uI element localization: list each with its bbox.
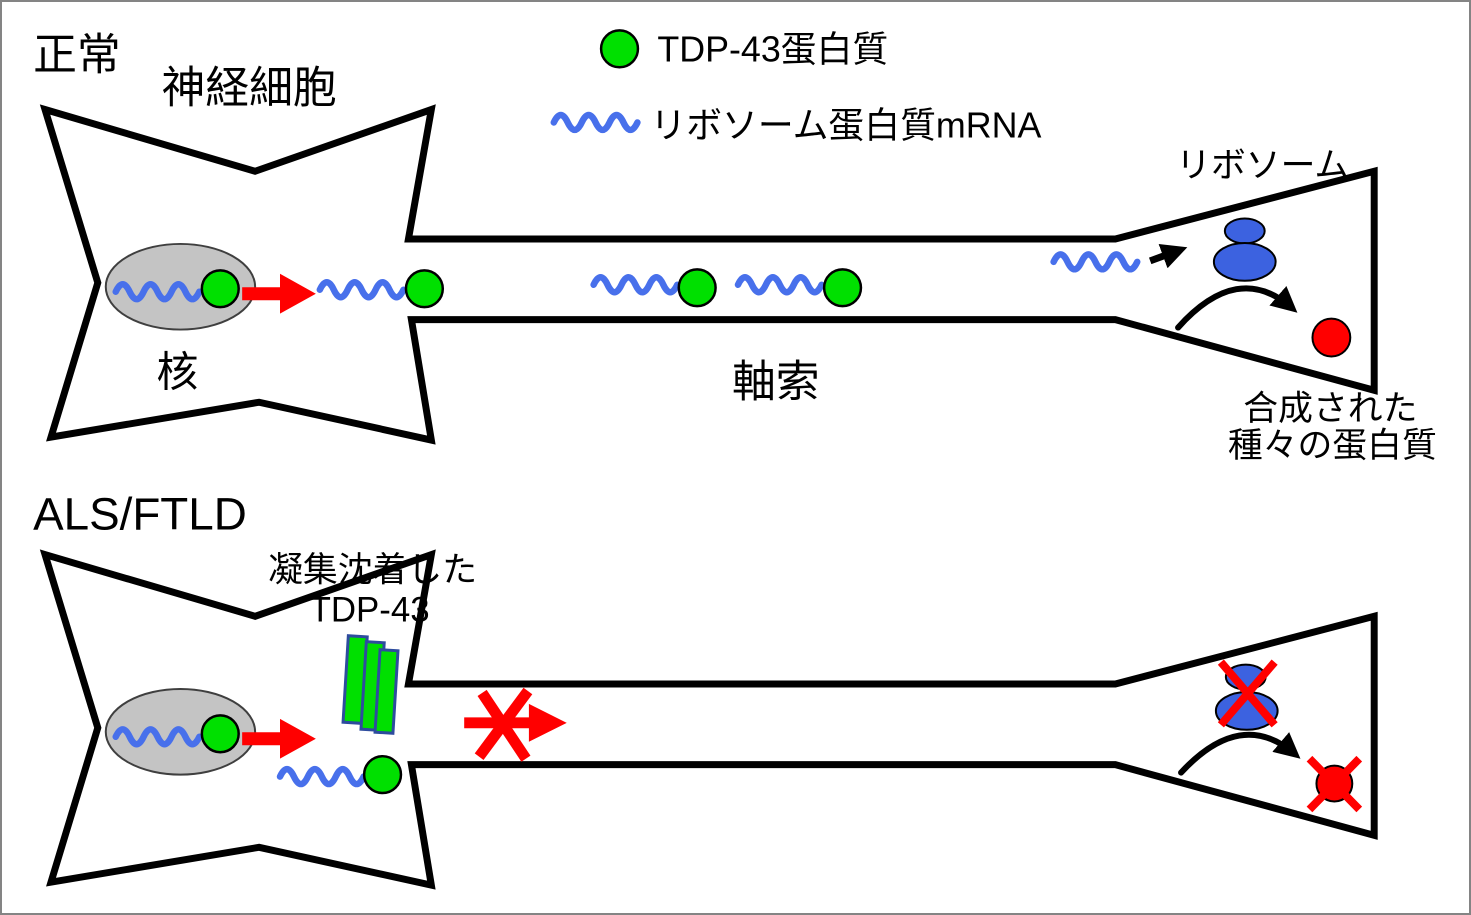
tdp43-protein-icon <box>200 714 240 754</box>
red-x-stroke <box>1306 755 1363 813</box>
nuclear-export-arrow-icon <box>242 718 316 759</box>
synthesized-label-line2: 種々の蛋白質 <box>1228 426 1437 465</box>
ribosome-label: リボソーム <box>1176 146 1349 185</box>
ribosome-icon <box>1212 217 1277 282</box>
als-panel: ALS/FTLD 凝集沈着した TDP-43 <box>33 489 1378 890</box>
red-x-stroke <box>1217 659 1278 728</box>
arrow-head <box>280 273 316 314</box>
legend: TDP-43蛋白質 リボソーム蛋白質mRNA <box>554 29 1042 145</box>
normal-panel: 正常 神経細胞 核 軸索 リボソーム 合成された 種々の蛋白質 <box>33 31 1437 465</box>
axon-label: 軸索 <box>732 357 820 406</box>
neuron-outline <box>39 549 1378 890</box>
legend-mrna-label: リボソーム蛋白質mRNA <box>650 105 1041 145</box>
ribosome-blocked-x-icon <box>1217 659 1278 728</box>
ribosome-large-subunit <box>1212 241 1277 282</box>
nucleus-label: 核 <box>157 348 199 395</box>
als-title: ALS/FTLD <box>33 489 247 540</box>
aggregate-label-line1: 凝集沈着した <box>268 550 477 589</box>
legend-tdp43-label: TDP-43蛋白質 <box>657 30 888 70</box>
synthesized-protein-icon <box>1311 317 1352 358</box>
blocked-x-stroke <box>477 689 531 762</box>
aggregated-tdp43-icon <box>341 634 400 735</box>
translation-arc-arrow-icon <box>1175 285 1298 331</box>
arrow-head <box>280 718 316 759</box>
tdp43-protein-icon <box>822 268 863 308</box>
mrna-to-ribosome-arrow-icon <box>1148 243 1188 269</box>
normal-title: 正常 <box>33 31 121 80</box>
aggregate-label-line2: TDP-43 <box>310 590 430 629</box>
legend-mrna-icon <box>554 115 638 130</box>
ribosome-small-subunit <box>1223 217 1266 245</box>
translation-arc-arrow-icon <box>1178 731 1301 776</box>
tdp43-protein-icon <box>404 269 445 309</box>
tdp43-protein-icon <box>362 754 403 795</box>
aggregate-bar <box>373 648 400 735</box>
nuclear-export-arrow-icon <box>242 273 316 314</box>
tdp43-protein-icon <box>200 269 240 309</box>
legend-tdp43-icon <box>599 29 640 69</box>
blocked-arrow-head <box>528 703 567 742</box>
synthesized-label-line1: 合成された <box>1243 389 1417 428</box>
protein-blocked-x-icon <box>1306 755 1363 813</box>
blocked-transport-icon <box>464 687 567 762</box>
neuron-label: 神経細胞 <box>162 64 337 113</box>
tdp43-protein-icon <box>677 268 717 308</box>
